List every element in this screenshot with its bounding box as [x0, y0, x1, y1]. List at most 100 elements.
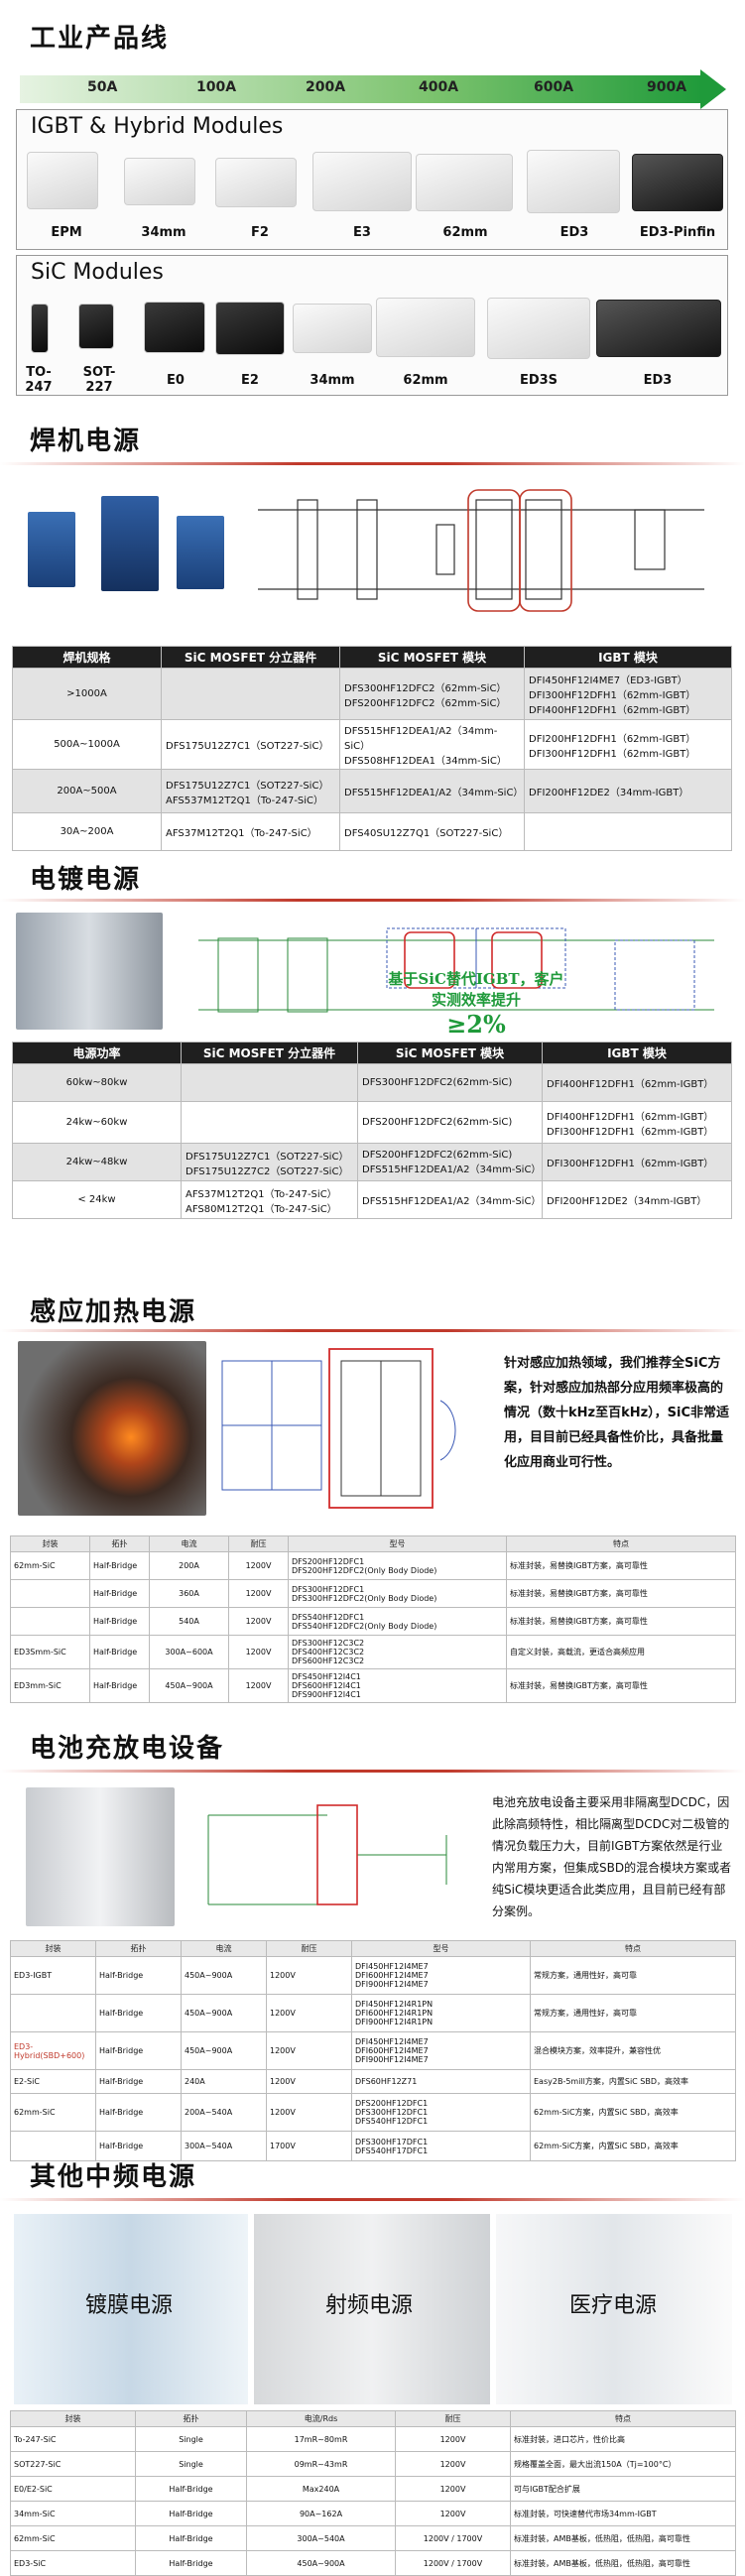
band-label: 医疗电源	[569, 2293, 658, 2318]
module-label: 34mm	[310, 373, 355, 388]
note-line: 基于SiC替代IGBT，客户	[388, 970, 564, 988]
module-image	[124, 158, 195, 205]
rf-equipment-photo	[254, 2214, 490, 2404]
table-cell: 450A~900A	[246, 2550, 396, 2576]
table-cell: 常规方案，通用性好，高可靠	[530, 1956, 736, 1995]
module-image	[487, 298, 590, 359]
amp-label: 600A	[534, 79, 574, 95]
module-label: E2	[241, 373, 259, 388]
welder-photo	[28, 512, 75, 587]
table-header: 电流	[149, 1535, 229, 1552]
amp-label: 200A	[306, 79, 346, 95]
table-cell: 1200V	[395, 2426, 511, 2452]
table-cell: 标准封装，易替换IGBT方案，高可靠性	[506, 1579, 736, 1608]
table-cell: 62mm-SiC	[10, 1551, 90, 1580]
module-label: ED3-Pinfin	[639, 225, 716, 240]
welder-photo	[101, 496, 159, 591]
table-cell: Half-Bridge	[89, 1551, 150, 1580]
igbt-modules-panel: IGBT & Hybrid Modules EPM 34mm F2 E3 62m…	[16, 109, 728, 250]
table-cell: DFS450HF12I4C1 DFS600HF12I4C1 DFS900HF12…	[288, 1668, 507, 1703]
module-label: 62mm	[442, 225, 488, 240]
panel-title: SiC Modules	[31, 260, 164, 285]
table-cell	[10, 1579, 90, 1608]
table-cell: 450A~900A	[149, 1668, 229, 1703]
table-header: SiC MOSFET 模块	[339, 646, 525, 669]
table-cell	[161, 668, 340, 720]
battery-circuit-diagram	[207, 1804, 447, 1905]
table-cell: 标准封装，可快速替代市场34mm-IGBT	[510, 2501, 736, 2526]
table-header: IGBT 模块	[542, 1042, 732, 1064]
table-cell: DFS175U12Z7C1（SOT227-SiC）	[161, 719, 340, 770]
table-header: 电源功率	[12, 1042, 182, 1064]
table-cell: 300A~600A	[149, 1635, 229, 1669]
table-cell: 62mm-SiC方案，内置SiC SBD，高效率	[530, 2131, 736, 2161]
table-cell: DFS540HF12DFC1 DFS540HF12DFC2(Only Body …	[288, 1607, 507, 1636]
table-cell: 1200V / 1700V	[395, 2525, 511, 2551]
amp-label: 50A	[87, 79, 118, 95]
table-cell: ED3-Hybrid(SBD+600)	[10, 2031, 96, 2070]
table-cell: 60kw~80kw	[12, 1063, 182, 1102]
module-label: ED3S	[519, 373, 559, 388]
table-cell: 450A~900A	[181, 1956, 267, 1995]
table-cell: Half-Bridge	[135, 2550, 247, 2576]
table-cell: 1200V	[266, 2069, 352, 2094]
table-cell: 可与IGBT配合扩展	[510, 2476, 736, 2502]
section-divider	[0, 1770, 745, 1773]
table-cell: DFI200HF12DE2（34mm-IGBT）	[524, 769, 732, 813]
table-cell: 1200V	[266, 1994, 352, 2032]
section-title-battery: 电池充放电设备	[30, 1734, 225, 1764]
table-cell: SOT227-SiC	[10, 2451, 136, 2477]
current-range-bar	[20, 75, 704, 103]
battery-tester-photo	[26, 1787, 175, 1926]
table-cell: Half-Bridge	[95, 2031, 182, 2070]
table-cell: 标准封装，进口芯片，性价比高	[510, 2426, 736, 2452]
table-header: SiC MOSFET 模块	[357, 1042, 543, 1064]
table-cell: DFI200HF12DE2（34mm-IGBT）	[542, 1180, 732, 1219]
table-cell: Half-Bridge	[89, 1635, 150, 1669]
table-cell: Half-Bridge	[89, 1607, 150, 1636]
table-cell: 62mm-SiC	[10, 2093, 96, 2132]
module-label: F2	[251, 225, 269, 240]
table-cell: DFS300HF12DFC2(62mm-SiC)	[357, 1063, 543, 1102]
sic-modules-panel: SiC Modules TO-247 SOT-227 E0 E2 34mm 62…	[16, 255, 728, 396]
table-cell: ED3mm-SiC	[10, 1668, 90, 1703]
table-header: 封装	[10, 1940, 96, 1957]
module-label: ED3	[559, 225, 589, 240]
panel-title: IGBT & Hybrid Modules	[31, 114, 284, 139]
coating-equipment-photo	[14, 2214, 248, 2404]
note-line: ≥2%	[446, 1010, 506, 1039]
table-cell: 1700V	[266, 2131, 352, 2161]
table-cell: 规格覆盖全面，最大出流150A（Tj=100°C）	[510, 2451, 736, 2477]
table-cell: AFS37M12T2Q1（To-247-SiC） AFS80M12T2Q1（To…	[181, 1180, 358, 1219]
arrow-head-icon	[700, 69, 726, 109]
table-cell: Max240A	[246, 2476, 396, 2502]
induction-description: 针对感应加热领域，我们推荐全SiC方案，针对感应加热部分应用频率极高的情况（数十…	[504, 1356, 730, 1470]
module-label: E3	[353, 225, 371, 240]
table-cell: 500A~1000A	[12, 719, 162, 770]
module-image	[144, 302, 205, 353]
welding-circuit-diagram	[258, 489, 704, 612]
table-cell: 540A	[149, 1607, 229, 1636]
plating-cabinet-photo	[16, 913, 163, 1030]
table-header: IGBT 模块	[524, 646, 732, 669]
note-line: 实测效率提升	[431, 991, 521, 1009]
table-cell: Half-Bridge	[135, 2501, 247, 2526]
table-cell: E0/E2-SiC	[10, 2476, 136, 2502]
plating-circuit-diagram	[198, 927, 714, 1013]
table-cell	[10, 2131, 96, 2161]
table-cell: ED3Smm-SiC	[10, 1635, 90, 1669]
table-cell: 标准封装，易替换IGBT方案，高可靠性	[506, 1607, 736, 1636]
table-cell: DFI450HF12I4ME7（ED3-IGBT） DFI300HF12DFH1…	[524, 668, 732, 720]
table-cell: 34mm-SiC	[10, 2501, 136, 2526]
module-image	[416, 154, 513, 211]
table-cell: 标准封装，AMB基板，低热阻，低热阻，高可靠性	[510, 2525, 736, 2551]
table-cell: Half-Bridge	[135, 2476, 247, 2502]
table-cell: Single	[135, 2426, 247, 2452]
table-cell: 1200V	[266, 2093, 352, 2132]
table-cell: DFS515HF12DEA1/A2（34mm-SiC） DFS508HF12DE…	[339, 719, 525, 770]
welding-table: 焊机规格 SiC MOSFET 分立器件 SiC MOSFET 模块 IGBT …	[12, 646, 732, 851]
table-cell: 自定义封装，高载流，更适合高频应用	[506, 1635, 736, 1669]
module-label: ED3	[643, 373, 673, 388]
table-cell: 1200V	[395, 2451, 511, 2477]
